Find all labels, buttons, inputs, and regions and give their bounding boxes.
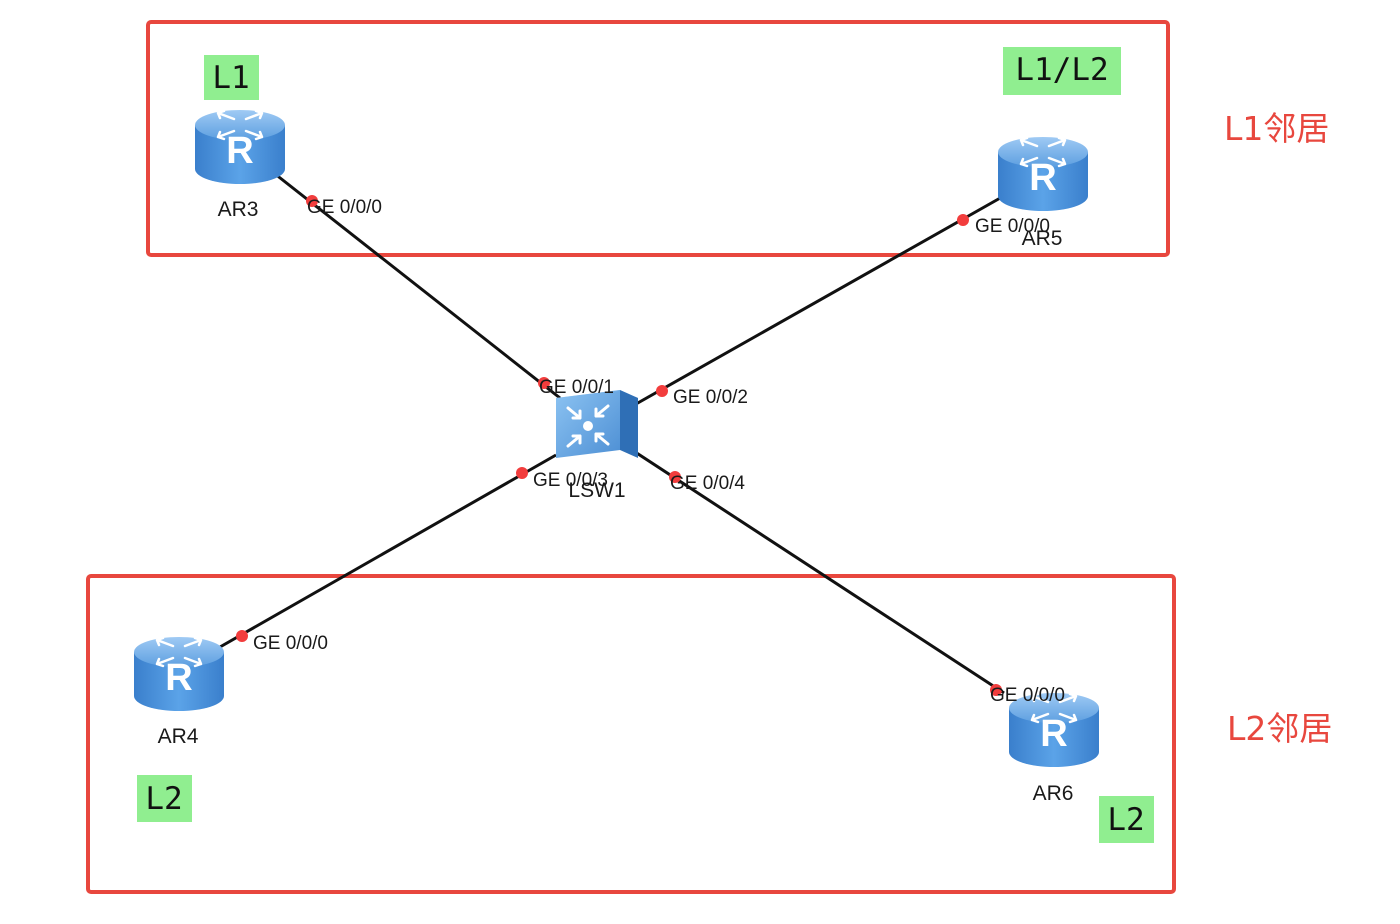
ar3-device[interactable]: AR3: [193, 108, 287, 221]
port-label-lsw1-g4: GE 0/0/4: [670, 473, 745, 494]
port-dot[interactable]: [669, 471, 681, 483]
router-icon: [132, 635, 226, 713]
level-badge-ar4: L2: [137, 775, 192, 822]
l1-neighbor-box: [146, 20, 1170, 257]
port-dot[interactable]: [306, 195, 318, 207]
ar6-label: AR6: [1033, 782, 1074, 805]
lsw1-device[interactable]: LSW1: [556, 390, 638, 502]
level-badge-ar5: L1/L2: [1003, 47, 1121, 95]
svg-text:L2: L2: [145, 781, 182, 817]
svg-text:L1: L1: [212, 60, 249, 96]
port-label-lsw1-g1: GE 0/0/1: [539, 377, 614, 398]
l2-neighbor-label: L2邻居: [1227, 709, 1332, 748]
switch-icon: [556, 390, 638, 458]
ar5-device[interactable]: AR5: [996, 135, 1090, 250]
port-dot[interactable]: [538, 377, 550, 389]
port-label-ar3: GE 0/0/0: [307, 197, 382, 218]
l2-neighbor-box: [86, 574, 1176, 894]
link-ar6-lsw1: [631, 448, 1005, 695]
port-dot[interactable]: [236, 630, 248, 642]
ar5-label: AR5: [1022, 227, 1063, 250]
port-dot[interactable]: [656, 385, 668, 397]
router-icon: [193, 108, 287, 186]
port-label-lsw1-g2: GE 0/0/2: [673, 387, 748, 408]
port-label-ar5: GE 0/0/0: [975, 216, 1050, 237]
ar4-label: AR4: [158, 725, 199, 748]
level-badge-ar6: L2: [1099, 796, 1154, 843]
link-ar4-lsw1: [219, 453, 557, 649]
ar6-device[interactable]: AR6: [1007, 691, 1101, 805]
port-dot[interactable]: [957, 214, 969, 226]
port-label-ar6: GE 0/0/0: [990, 685, 1065, 706]
port-label-lsw1-g3: GE 0/0/3: [533, 470, 608, 491]
svg-text:L1/L2: L1/L2: [1015, 52, 1108, 88]
port-label-ar4: GE 0/0/0: [253, 633, 328, 654]
link-ar3-lsw1: [269, 168, 561, 400]
link-ar5-lsw1: [635, 195, 1003, 406]
lsw1-label: LSW1: [568, 479, 625, 502]
port-dot[interactable]: [990, 684, 1002, 696]
router-icon: [996, 135, 1090, 213]
port-dot[interactable]: [516, 467, 528, 479]
level-badge-ar3: L1: [204, 55, 259, 100]
ar4-device[interactable]: AR4: [132, 635, 226, 748]
l1-neighbor-label: L1邻居: [1224, 109, 1329, 148]
ar3-label: AR3: [218, 198, 259, 221]
svg-text:L2: L2: [1107, 802, 1144, 838]
